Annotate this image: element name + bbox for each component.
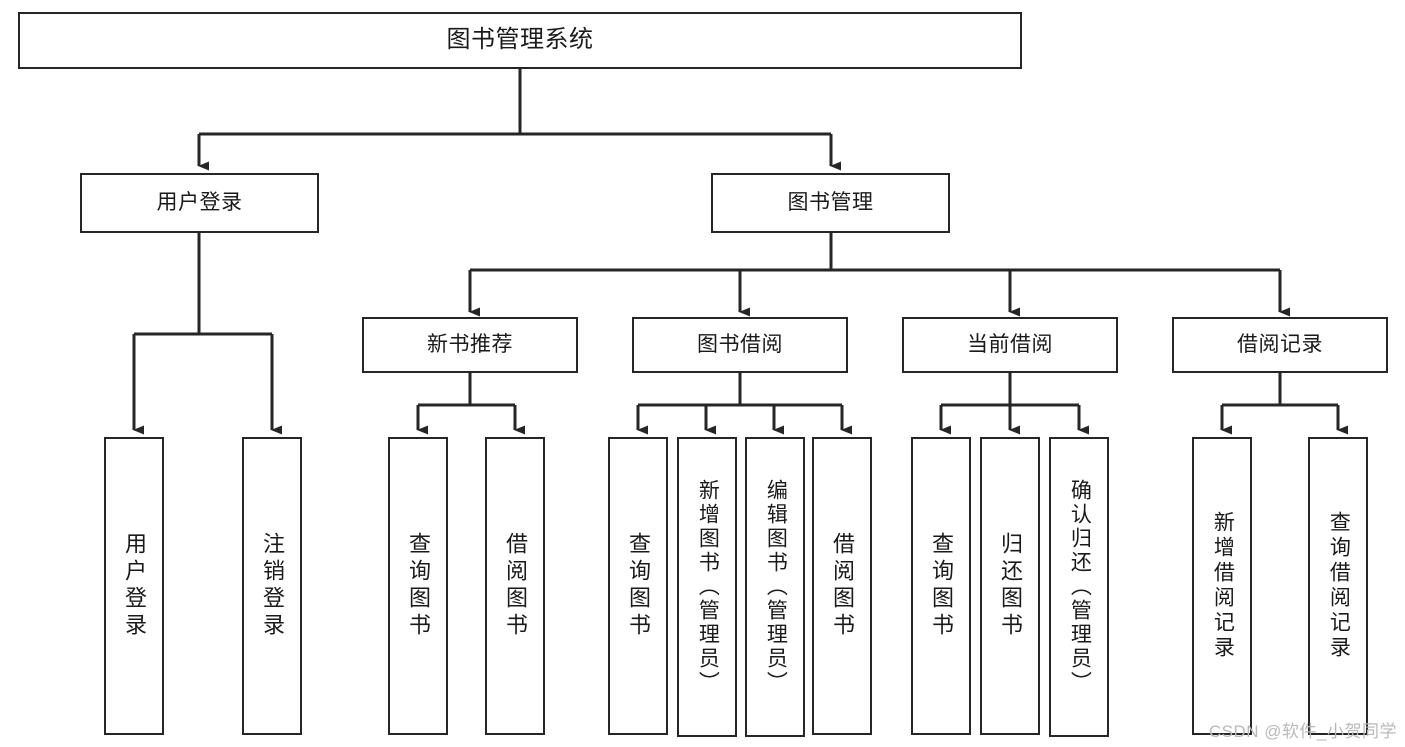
node-root[interactable]: 图书管理系统 xyxy=(18,12,1022,69)
node-leaf-borrow-book-label: 借阅图书 xyxy=(829,532,855,640)
node-book-borrowing[interactable]: 图书借阅 xyxy=(632,317,848,373)
node-leaf-borrow-book-recommend-label: 借阅图书 xyxy=(502,532,528,640)
node-leaf-query-record[interactable]: 查询借阅记录 xyxy=(1308,437,1368,735)
node-leaf-user-login-label: 用户登录 xyxy=(121,532,147,640)
node-leaf-query-book-recommend-label: 查询图书 xyxy=(405,532,431,640)
node-leaf-edit-book[interactable]: 编辑图书（管理员） xyxy=(745,437,805,737)
node-user-login-label: 用户登录 xyxy=(156,190,243,214)
node-leaf-logout[interactable]: 注销登录 xyxy=(242,437,302,735)
node-leaf-return-book-label: 归还图书 xyxy=(997,532,1023,640)
node-book-management-label: 图书管理 xyxy=(787,190,874,214)
node-new-book-recommendation-label: 新书推荐 xyxy=(427,332,513,356)
node-leaf-query-book-current[interactable]: 查询图书 xyxy=(911,437,971,735)
node-leaf-query-book-current-label: 查询图书 xyxy=(928,532,954,640)
node-leaf-borrow-book[interactable]: 借阅图书 xyxy=(812,437,872,735)
csdn-watermark: CSDN @软件_小贺同学 xyxy=(1208,722,1397,741)
node-current-borrowing[interactable]: 当前借阅 xyxy=(902,317,1118,373)
node-borrowing-record[interactable]: 借阅记录 xyxy=(1172,317,1388,373)
node-leaf-query-book-recommend[interactable]: 查询图书 xyxy=(388,437,448,735)
node-current-borrowing-label: 当前借阅 xyxy=(967,332,1053,356)
node-leaf-add-book-label: 新增图书（管理员） xyxy=(696,479,720,695)
node-leaf-user-login[interactable]: 用户登录 xyxy=(104,437,164,735)
node-leaf-confirm-return-label: 确认归还（管理员） xyxy=(1068,479,1092,695)
node-leaf-add-record-label: 新增借阅记录 xyxy=(1211,511,1235,661)
node-user-login[interactable]: 用户登录 xyxy=(80,173,319,233)
node-leaf-confirm-return[interactable]: 确认归还（管理员） xyxy=(1049,437,1109,737)
node-leaf-query-record-label: 查询借阅记录 xyxy=(1327,511,1351,661)
node-leaf-query-book-borrow-label: 查询图书 xyxy=(625,532,651,640)
node-leaf-return-book[interactable]: 归还图书 xyxy=(980,437,1040,735)
node-new-book-recommendation[interactable]: 新书推荐 xyxy=(362,317,578,373)
node-leaf-logout-label: 注销登录 xyxy=(259,532,285,640)
node-book-borrowing-label: 图书借阅 xyxy=(697,332,783,356)
node-leaf-add-record[interactable]: 新增借阅记录 xyxy=(1192,437,1252,735)
node-leaf-edit-book-label: 编辑图书（管理员） xyxy=(764,479,788,695)
node-root-label: 图书管理系统 xyxy=(446,26,594,54)
node-leaf-add-book[interactable]: 新增图书（管理员） xyxy=(677,437,737,737)
node-book-management[interactable]: 图书管理 xyxy=(711,173,950,233)
node-leaf-query-book-borrow[interactable]: 查询图书 xyxy=(608,437,668,735)
node-leaf-borrow-book-recommend[interactable]: 借阅图书 xyxy=(485,437,545,735)
node-borrowing-record-label: 借阅记录 xyxy=(1237,332,1323,356)
